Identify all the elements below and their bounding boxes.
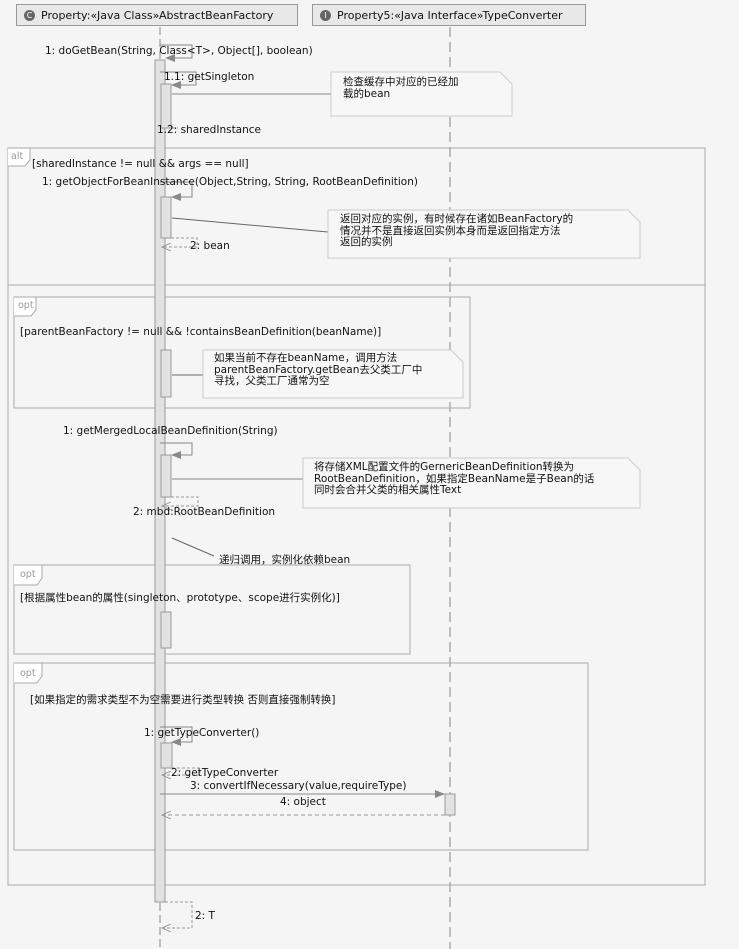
class-icon: C xyxy=(24,10,35,21)
message-t-return: 2: T xyxy=(195,910,215,922)
note-shapes xyxy=(202,71,641,509)
recursive-call-note: 递归调用，实例化依赖bean xyxy=(219,554,351,566)
message-mbd-return: 2: mbd:RootBeanDefinition xyxy=(133,506,276,518)
opt2-frame-label: opt xyxy=(20,569,36,580)
message-object-return: 4: object xyxy=(280,796,326,808)
message-convertifnecessary: 3: convertIfNecessary(value,requireType) xyxy=(190,780,407,792)
note-parent-factory: 如果当前不存在beanName，调用方法 parentBeanFactory.g… xyxy=(214,352,423,387)
message-getmergedlocalbeandefinition: 1: getMergedLocalBeanDefinition(String) xyxy=(63,425,278,437)
interface-icon: I xyxy=(320,10,331,21)
message-getsingleton: 1.1: getSingleton xyxy=(164,71,255,83)
opt1-frame-label: opt xyxy=(18,300,34,311)
lifeline-header-typeconverter[interactable]: I Property5:«Java Interface»TypeConverte… xyxy=(312,4,586,26)
message-dogetbean: 1: doGetBean(String, Class<T>, Object[],… xyxy=(45,45,313,57)
alt-guard: [sharedInstance != null && args == null] xyxy=(32,158,249,170)
opt3-frame-label: opt xyxy=(20,668,36,679)
note-return-instance: 返回对应的实例，有时候存在诸如BeanFactory的 情况并不是直接返回实例本… xyxy=(340,213,574,248)
alt-frame-label: alt xyxy=(11,151,24,162)
lifeline-label: Property:«Java Class»AbstractBeanFactory xyxy=(41,9,274,22)
opt3-frame xyxy=(13,662,589,851)
message-gettypeconverter-return: 2: getTypeConverter xyxy=(171,767,279,779)
message-gettypeconverter: 1: getTypeConverter() xyxy=(144,727,260,739)
note-check-cache: 检查缓存中对应的已经加 载的bean xyxy=(343,76,459,100)
opt2-frame xyxy=(13,564,411,655)
message-bean-return: 2: bean xyxy=(190,240,230,252)
message-sharedinstance: 1.2: sharedInstance xyxy=(157,124,262,136)
alt-frame xyxy=(7,147,706,886)
opt1-frame xyxy=(13,296,471,409)
opt3-guard: [如果指定的需求类型不为空需要进行类型转换 否则直接强制转换] xyxy=(30,694,336,706)
lifeline-label: Property5:«Java Interface»TypeConverter xyxy=(337,9,563,22)
opt2-guard: [根据属性bean的属性(singleton、prototype、scope进行… xyxy=(20,592,340,604)
message-getobjectforbeaninstance: 1: getObjectForBeanInstance(Object,Strin… xyxy=(42,176,418,188)
opt1-guard: [parentBeanFactory != null && !containsB… xyxy=(20,326,382,338)
lifeline-header-abstractbeanfactory[interactable]: C Property:«Java Class»AbstractBeanFacto… xyxy=(16,4,298,26)
note-merge-definition: 将存储XML配置文件的GernericBeanDefinition转换为 Roo… xyxy=(314,461,595,496)
